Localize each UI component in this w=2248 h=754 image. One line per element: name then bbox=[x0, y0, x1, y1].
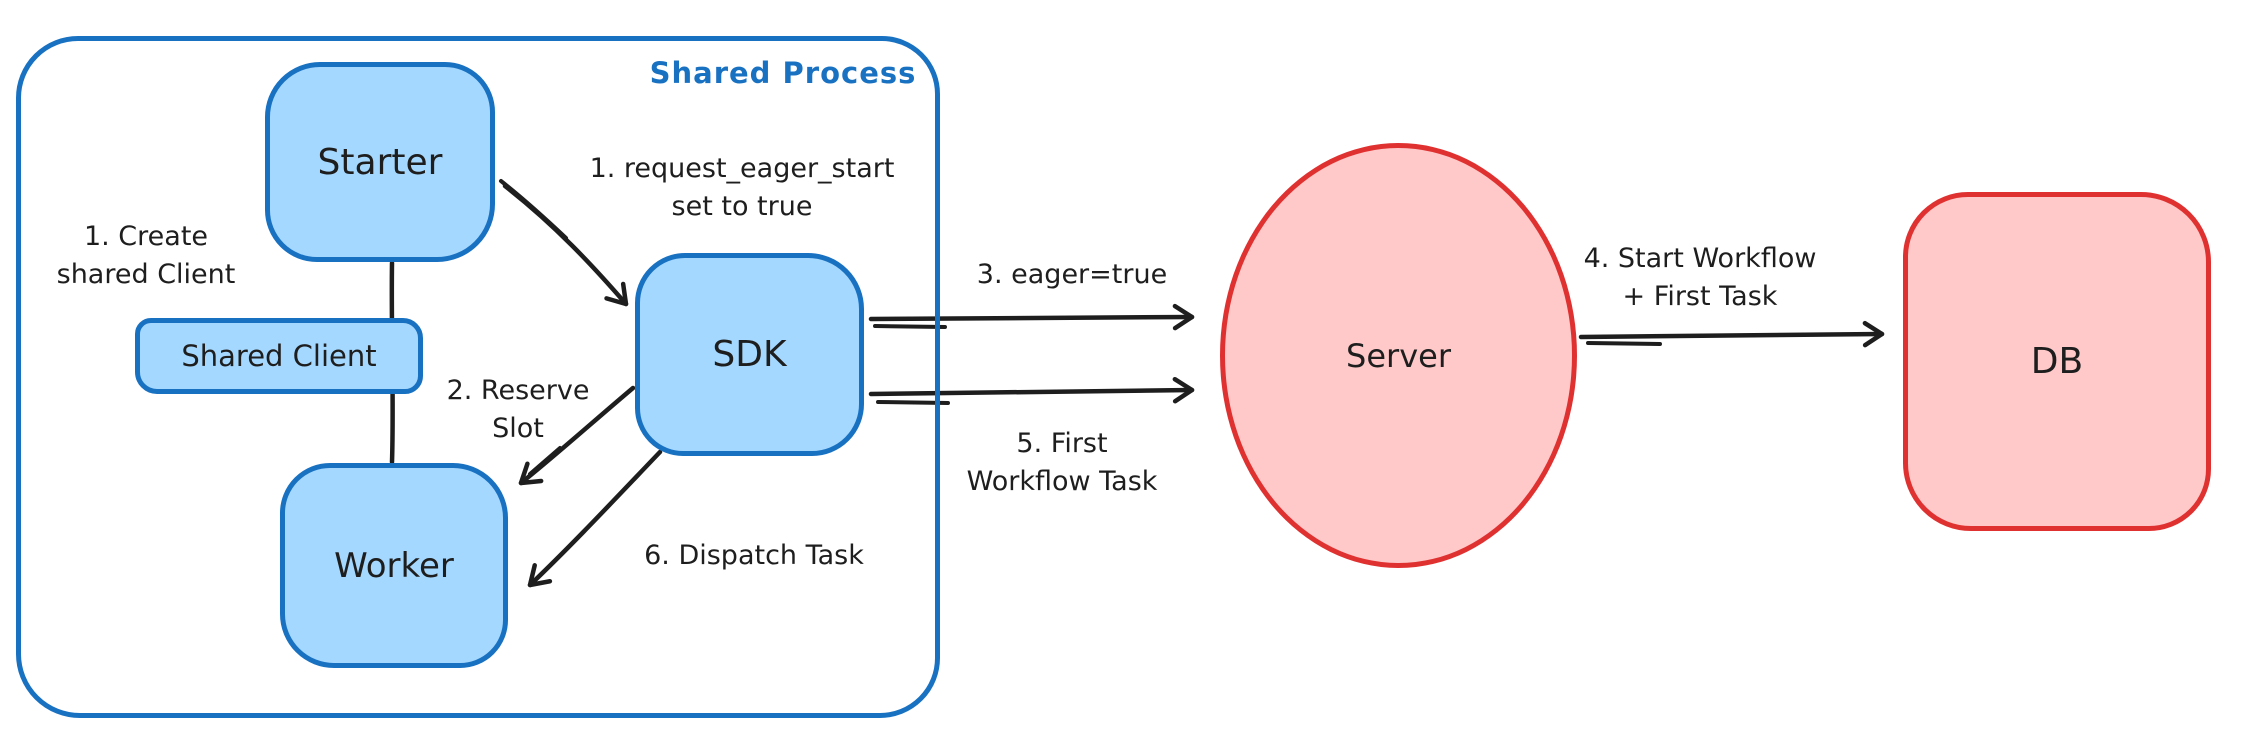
annotation-create-shared-client-line2: shared Client bbox=[56, 259, 236, 290]
node-starter-label: Starter bbox=[317, 141, 443, 183]
edge-sdk-to-worker-dispatch bbox=[527, 449, 663, 588]
annotation-create-shared-client-line1: 1. Create bbox=[83, 221, 209, 252]
node-db-label: DB bbox=[2030, 341, 2084, 382]
annotation-reserve-slot-line2: Slot bbox=[492, 413, 544, 444]
edge-sdk-to-server-first-task bbox=[868, 376, 1195, 404]
edge-sdk-to-server-eager-sketch-stroke bbox=[873, 324, 947, 329]
annotation-request-eager-start-line1: 1. request_eager_start bbox=[589, 153, 895, 184]
annotation-reserve-slot: 2. Reserve Slot bbox=[447, 372, 590, 448]
annotation-first-workflow-task-line2: Workflow Task bbox=[966, 466, 1158, 497]
node-shared-client: Shared Client bbox=[135, 318, 423, 394]
edge-sdk-to-worker-reserve-sketch-stroke bbox=[528, 446, 562, 476]
edge-starter-to-sdk-sketch-stroke bbox=[499, 179, 568, 240]
annotation-first-workflow-task-line1: 5. First bbox=[1016, 428, 1108, 459]
node-worker-label: Worker bbox=[334, 545, 454, 586]
node-sdk: SDK bbox=[635, 253, 864, 456]
node-worker: Worker bbox=[280, 463, 508, 668]
shared-process-label: Shared Process bbox=[649, 56, 917, 90]
annotation-create-shared-client: 1. Create shared Client bbox=[57, 218, 236, 294]
annotation-request-eager-start: 1. request_eager_start set to true bbox=[590, 150, 895, 226]
node-sdk-label: SDK bbox=[712, 334, 787, 375]
annotation-first-workflow-task: 5. First Workflow Task bbox=[967, 425, 1158, 501]
annotation-start-workflow-first-task: 4. Start Workflow + First Task bbox=[1584, 240, 1817, 316]
annotation-eager-true: 3. eager=true bbox=[976, 259, 1168, 290]
node-starter: Starter bbox=[265, 62, 495, 262]
edge-server-to-db bbox=[1578, 320, 1885, 348]
node-server-label: Server bbox=[1346, 336, 1451, 375]
annotation-start-workflow-line1: 4. Start Workflow bbox=[1583, 243, 1817, 274]
annotation-dispatch-task: 6. Dispatch Task bbox=[644, 540, 864, 571]
edge-server-to-db-sketch-stroke bbox=[1586, 341, 1662, 346]
annotation-start-workflow-line2: + First Task bbox=[1622, 281, 1778, 312]
edge-sdk-to-server-eager bbox=[868, 303, 1195, 331]
annotation-request-eager-start-line2: set to true bbox=[671, 191, 813, 222]
annotation-reserve-slot-line1: 2. Reserve bbox=[446, 375, 590, 406]
shared-process-container bbox=[16, 36, 940, 718]
node-server: Server bbox=[1220, 143, 1577, 568]
node-db: DB bbox=[1903, 192, 2211, 531]
node-shared-client-label: Shared Client bbox=[181, 339, 377, 373]
